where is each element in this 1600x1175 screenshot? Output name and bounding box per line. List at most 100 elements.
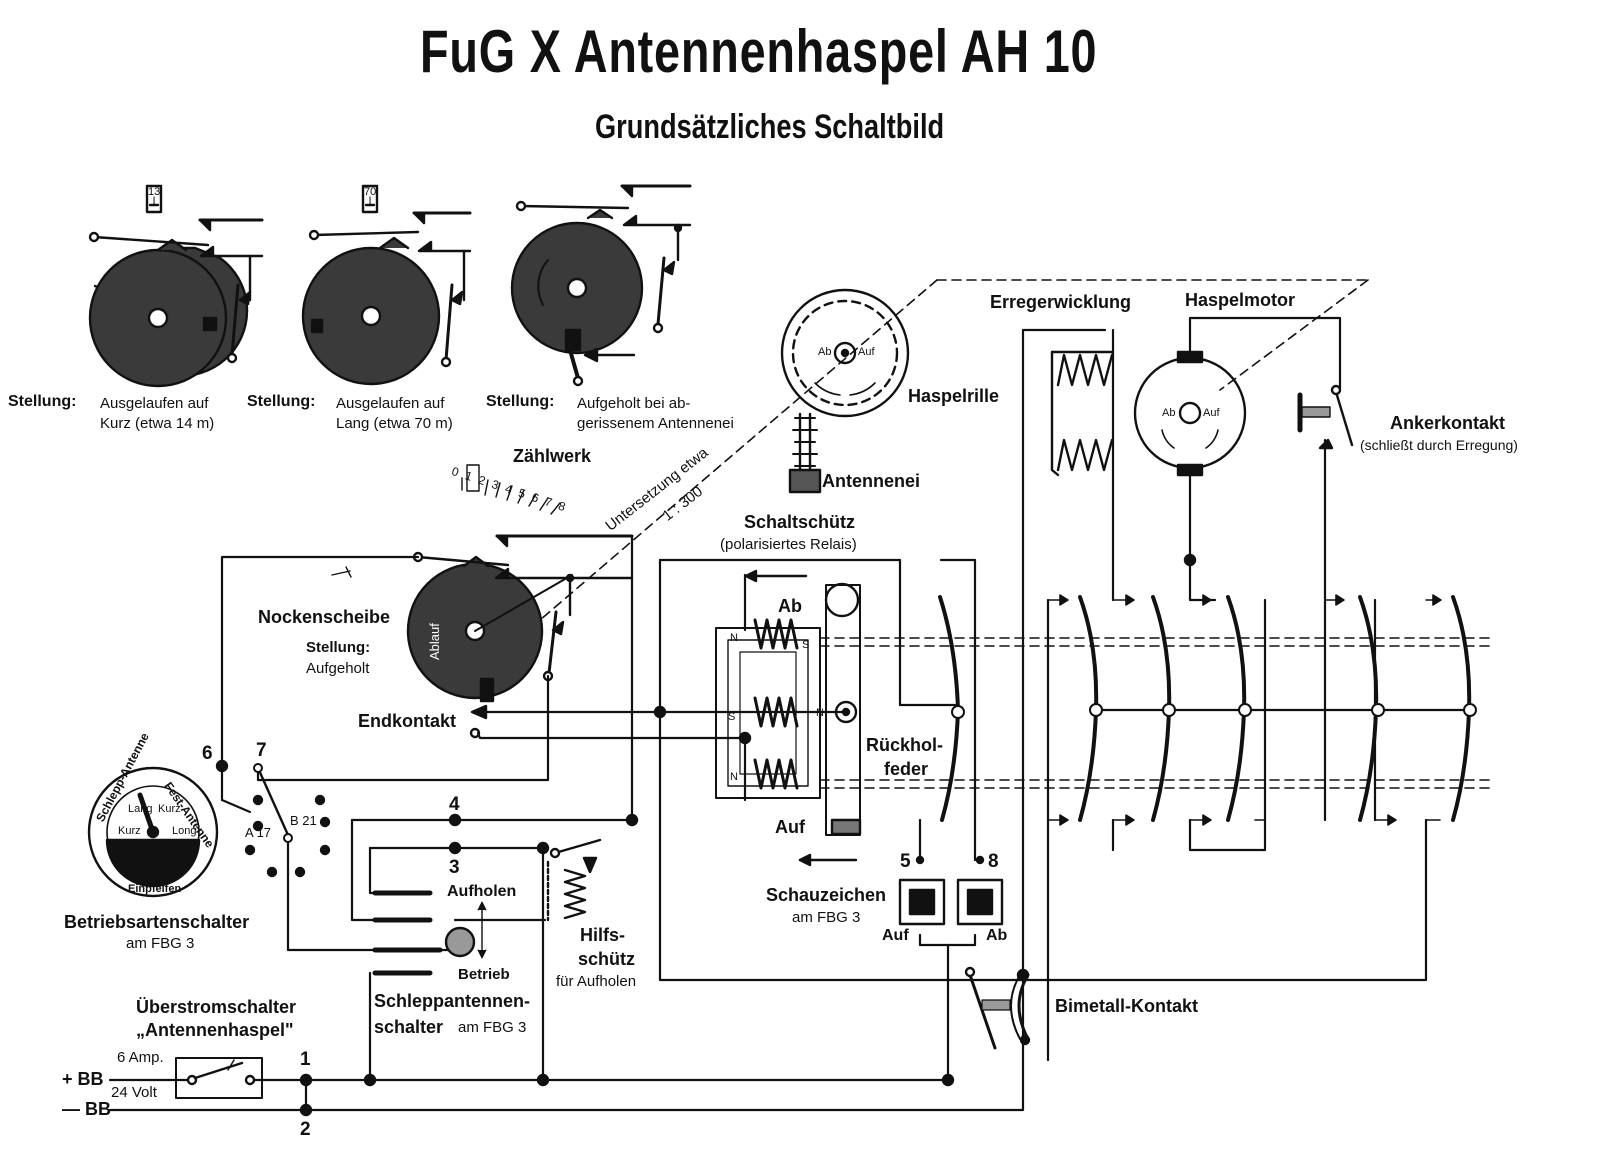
page-subtitle: Grundsätzliches Schaltbild (595, 108, 945, 146)
label-schau-ab: Ab (986, 927, 1008, 944)
label-erregerwicklung: Erregerwicklung (990, 292, 1132, 312)
label-a17: A 17 (245, 825, 272, 840)
reel-haspelrille (780, 288, 910, 494)
overcurrent-breaker (175, 1057, 263, 1099)
label-schlepp-1: Schleppantennen- (374, 991, 531, 1011)
caption-line: Ausgelaufen auf (100, 395, 209, 412)
label-zaehlwerk: Zählwerk (513, 446, 592, 466)
terminal-7: 7 (256, 740, 267, 761)
terminal-dots (215, 553, 1197, 1117)
label-volt: 24 Volt (111, 1084, 157, 1101)
label-betriebsarten: Betriebsartenschalter (64, 912, 250, 932)
field-winding (1050, 350, 1115, 477)
label-schau-auf: Auf (882, 927, 909, 944)
label-haspelrille: Haspelrille (908, 386, 1000, 406)
mode-switch-dial (87, 766, 219, 898)
terminal-2: 2 (300, 1119, 311, 1140)
cam-detail-aufgeholt (510, 184, 692, 387)
indicators (898, 855, 1004, 926)
label-hilfs-1: Hilfs- (580, 925, 625, 945)
label-relay-auf: Auf (775, 817, 805, 837)
label-hilfs-3: für Aufholen (556, 973, 637, 990)
contact-arrows (1047, 594, 1442, 826)
wiring (108, 316, 1472, 1112)
cam-detail-lang (301, 184, 472, 386)
armature-contact (1297, 384, 1354, 450)
label-endkontakt: Endkontakt (358, 711, 457, 731)
label-pole-s: S (728, 711, 736, 723)
caption-stellung: Stellung: (247, 393, 316, 410)
label-betriebsarten-note: am FBG 3 (126, 935, 195, 952)
label-motor-ab: Ab (1162, 407, 1176, 419)
label-schaltschuetz: Schaltschütz (744, 512, 856, 532)
page-title: FuG X Antennenhaspel AH 10 (420, 18, 1098, 85)
terminal-3: 3 (449, 857, 460, 878)
label-amp: 6 Amp. (117, 1049, 164, 1066)
relay-schaltschuetz (715, 569, 1491, 867)
label-hilfs-2: schütz (578, 949, 636, 969)
label-ablauf: Ablauf (427, 623, 442, 660)
label-ankerkontakt: Ankerkontakt (1390, 413, 1506, 433)
label-antennenei: Antennenei (822, 471, 921, 491)
caption-line: Lang (etwa 70 m) (336, 415, 453, 432)
label-ankerkontakt-note: (schließt durch Erregung) (1360, 437, 1518, 453)
aux-relay (546, 838, 602, 922)
dial-einpfeifen: Einpfeifen (128, 883, 182, 895)
label-minus-bb: — BB (62, 1099, 111, 1119)
label-rille-auf: Auf (858, 346, 875, 358)
cam-nockenscheibe (406, 534, 634, 739)
terminal-1: 1 (300, 1049, 311, 1070)
label-schlepp-2: schalter (374, 1017, 444, 1037)
label-nocken-aufgeholt: Aufgeholt (306, 660, 370, 677)
label-schaltschuetz-note: (polarisiertes Relais) (720, 536, 857, 553)
caption-stellung: Stellung: (8, 393, 77, 410)
counter-pointer (331, 566, 352, 578)
label-betrieb: Betrieb (458, 966, 510, 983)
cam-detail-kurz (88, 184, 264, 388)
counter-reading-lang: 70 I (364, 186, 377, 207)
dial-l2: L2 (162, 865, 175, 877)
caption-stellung: Stellung: (486, 393, 555, 410)
label-nocken-stellung: Stellung: (306, 639, 371, 656)
label-aufholen: Aufholen (447, 883, 517, 900)
label-schauzeichen-note: am FBG 3 (792, 909, 861, 926)
counter-reading-kurz: 13 I (148, 186, 161, 207)
dial-long: Long (172, 825, 197, 837)
contact-bank-right (1078, 595, 1472, 822)
contact-junctions (951, 703, 1477, 719)
gear-link-dashed (539, 279, 1369, 621)
label-rille-ab: Ab (818, 346, 832, 358)
caption-line: Ausgelaufen auf (336, 395, 445, 412)
label-pole-n: N (816, 707, 824, 719)
label-rueckholfeder-2: feder (884, 759, 929, 779)
caption-line: Aufgeholt bei ab- (577, 395, 691, 412)
terminal-4: 4 (449, 794, 460, 815)
caption-line: Kurz (etwa 14 m) (100, 415, 215, 432)
terminal-5: 5 (900, 851, 911, 872)
label-schlepp-note: am FBG 3 (458, 1019, 527, 1036)
label-rueckholfeder-1: Rückhol- (866, 735, 944, 755)
terminal-6: 6 (202, 743, 213, 764)
label-nockenscheibe: Nockenscheibe (258, 607, 391, 627)
label-haspelmotor: Haspelmotor (1185, 290, 1296, 310)
label-pole-s: S (802, 639, 810, 651)
reel-motor (1133, 350, 1247, 477)
label-ueberstrom-2: „Antennenhaspel" (136, 1020, 294, 1040)
label-pole-n: N (730, 632, 738, 644)
label-pole-n: N (730, 771, 738, 783)
label-schauzeichen: Schauzeichen (766, 885, 887, 905)
label-motor-auf: Auf (1203, 407, 1220, 419)
label-ueberstrom-1: Überstromschalter (136, 997, 297, 1017)
dial-k1: K1 (138, 865, 152, 877)
terminal-8: 8 (988, 851, 999, 872)
dial-lang-l: Lang (128, 803, 153, 815)
label-bimetall: Bimetall-Kontakt (1055, 996, 1199, 1016)
caption-line: gerissenem Antennenei (577, 415, 734, 432)
trailing-antenna-switch (372, 890, 487, 976)
label-b21: B 21 (290, 813, 317, 828)
mode-selector-contacts (220, 763, 331, 878)
dial-kurz-r: Kurz (158, 803, 181, 815)
label-relay-ab: Ab (778, 596, 802, 616)
counter-zaehlwerk (461, 464, 561, 515)
